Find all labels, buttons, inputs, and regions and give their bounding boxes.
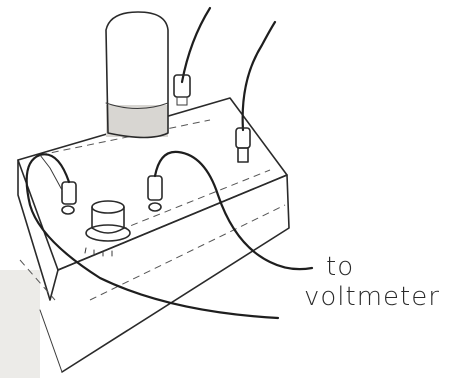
tube-wire <box>182 8 210 82</box>
terminal-top <box>92 201 124 213</box>
left-clip-post <box>62 206 74 214</box>
right-clip <box>148 176 162 211</box>
label-to: to <box>326 252 354 282</box>
left-clip <box>62 182 76 214</box>
vacuum-tube <box>106 12 168 138</box>
label-voltmeter: voltmeter <box>304 282 440 312</box>
post-clip-post <box>238 148 248 162</box>
tube-clip-tip <box>177 97 187 105</box>
right-clip-body <box>148 176 162 200</box>
left-clip-body <box>62 182 76 204</box>
post-clip <box>236 128 250 162</box>
shadow-strip <box>0 270 40 378</box>
right-clip-post <box>149 203 161 211</box>
base-block <box>18 98 289 372</box>
dash-line-mid <box>120 170 270 230</box>
base-edge <box>40 310 62 372</box>
tube-base-shade <box>106 105 168 137</box>
center-terminal <box>85 201 130 256</box>
post-wire <box>243 22 275 130</box>
